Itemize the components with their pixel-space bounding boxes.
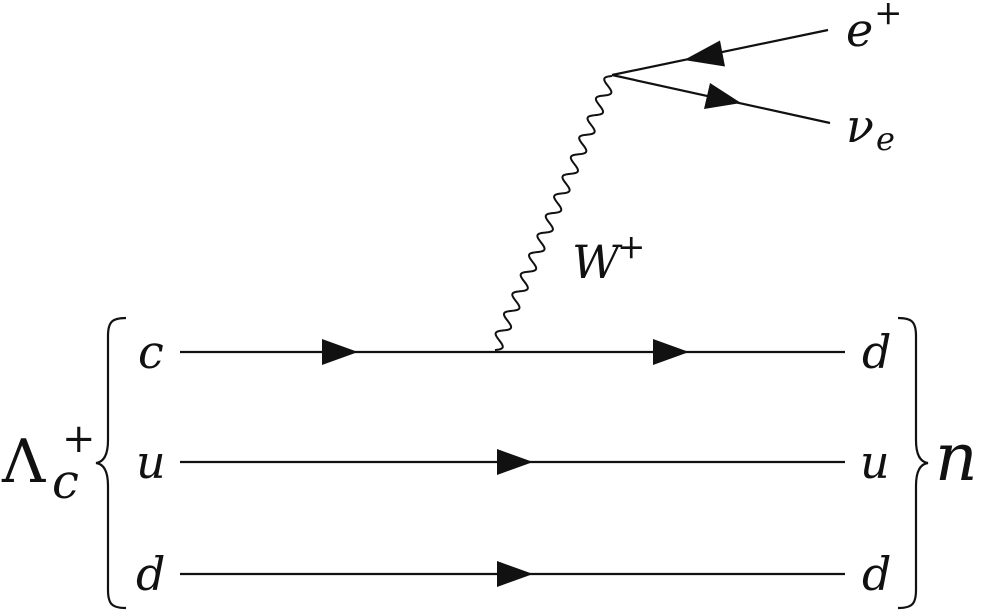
quark-in-d: d (136, 547, 165, 601)
positron-symbol: e (846, 3, 873, 57)
arrow-c-quark (322, 339, 358, 365)
right-brace (897, 316, 929, 610)
quark-out-d-top: d (862, 325, 891, 379)
quark-out-d-bottom: d (862, 547, 891, 601)
quark-in-c: c (138, 325, 164, 379)
lambda-c-superscript: + (62, 416, 96, 462)
neutrino-subscript: e (876, 120, 895, 158)
neutrino-symbol: ν (846, 99, 874, 153)
arrow-u-quark (497, 449, 533, 475)
w-boson-superscript: + (617, 227, 646, 267)
arrow-positron (684, 40, 725, 67)
w-boson-line (494, 75, 613, 351)
arrow-d-quark-out (653, 339, 689, 365)
arrow-d-quark (497, 561, 533, 587)
quark-out-u: u (860, 435, 890, 489)
arrow-neutrino (704, 83, 741, 109)
lambda-c-subscript: c (52, 454, 79, 510)
neutron-symbol: n (935, 419, 978, 496)
lambda-c-symbol: Λ (1, 427, 46, 497)
quark-in-u: u (136, 435, 166, 489)
positron-superscript: + (874, 0, 903, 33)
w-boson-symbol: W (572, 235, 623, 289)
left-brace (95, 316, 127, 610)
